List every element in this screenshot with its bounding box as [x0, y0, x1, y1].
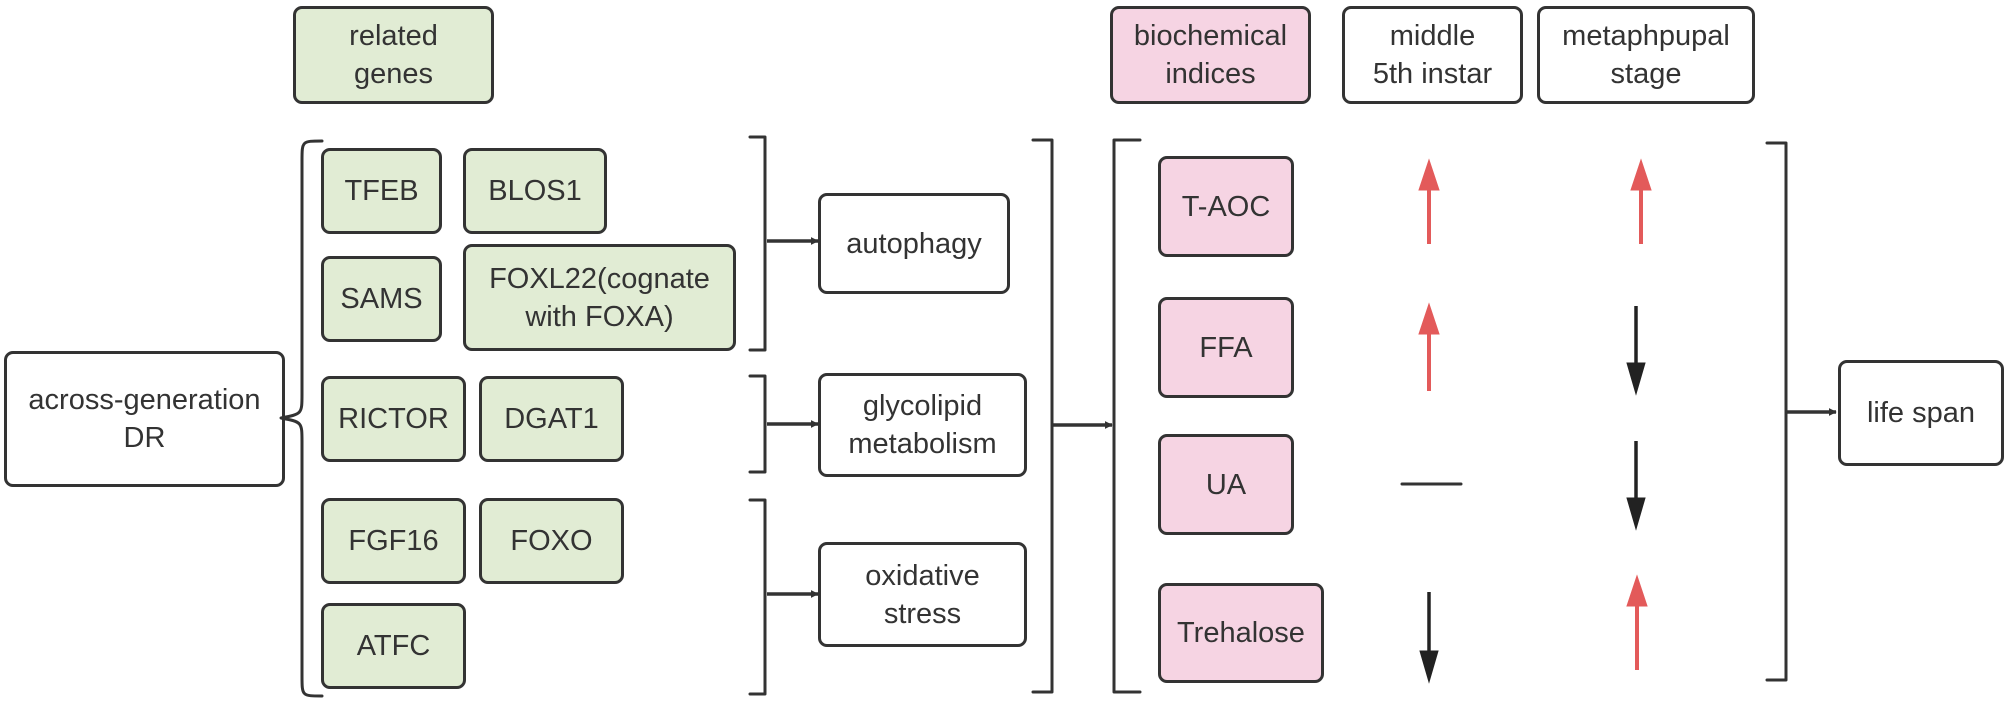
gene-dgat1: DGAT1: [479, 376, 624, 462]
biochemical-indices-header: biochemical indices: [1110, 6, 1311, 104]
change-indicators: [1418, 158, 1652, 684]
related-genes-label: related genes: [349, 20, 438, 90]
index-t-aoc-label: T-AOC: [1181, 190, 1271, 223]
across-generation-dr-node: across-generation DR: [4, 351, 285, 487]
ffa-metapupal-decrease-arrow: [1626, 306, 1646, 396]
process-autophagy-label: autophagy: [846, 227, 982, 260]
ffa-middle-increase-arrow: [1418, 302, 1440, 391]
gene-tfeb-label: TFEB: [344, 175, 419, 207]
index-trehalose-label: Trehalose: [1177, 617, 1305, 649]
gene-sams-label: SAMS: [340, 283, 423, 315]
process-oxidative-label: oxidative stress: [865, 559, 980, 630]
t-aoc-middle-increase-arrow: [1418, 158, 1440, 244]
processes-bracket: [1031, 138, 1054, 694]
ua-metapupal-decrease-arrow: [1626, 441, 1646, 531]
indices-left-bracket: [1112, 138, 1142, 694]
gene-dgat1-label: DGAT1: [504, 403, 599, 435]
metapupal-header: metaphpupal stage: [1537, 6, 1755, 104]
gene-rictor-label: RICTOR: [338, 403, 449, 435]
life-span-node: life span: [1838, 360, 2004, 466]
autophagy-bracket: [748, 135, 767, 352]
process-glycolipid-label: glycolipid metabolism: [848, 390, 997, 460]
index-ffa: FFA: [1158, 297, 1294, 398]
middle-instar-header: middle 5th instar: [1342, 6, 1523, 104]
life-span-label: life span: [1866, 397, 1975, 429]
index-ua-label: UA: [1205, 468, 1247, 501]
process-glycolipid-metabolism: glycolipid metabolism: [818, 373, 1027, 477]
gene-fgf16: FGF16: [321, 498, 466, 584]
gene-rictor: RICTOR: [321, 376, 466, 462]
related-genes-header: related genes: [293, 6, 494, 104]
gene-atfc-label: ATFC: [356, 630, 431, 662]
process-autophagy: autophagy: [818, 193, 1010, 294]
metapupal-label: metaphpupal stage: [1562, 20, 1730, 90]
gene-fgf16-label: FGF16: [348, 525, 439, 557]
gene-blos1: BLOS1: [463, 148, 607, 234]
gene-blos1-label: BLOS1: [488, 175, 582, 207]
middle-instar-label: middle 5th instar: [1372, 20, 1493, 90]
trehalose-middle-decrease-arrow: [1419, 592, 1439, 684]
index-ua: UA: [1158, 434, 1294, 535]
indicators-right-bracket: [1765, 141, 1788, 682]
index-ffa-label: FFA: [1199, 331, 1253, 364]
gene-foxo-label: FOXO: [510, 525, 593, 557]
gene-foxl22: FOXL22(cognate with FOXA): [463, 244, 736, 351]
oxidative-bracket: [748, 498, 767, 696]
process-oxidative-stress: oxidative stress: [818, 542, 1027, 647]
gene-atfc: ATFC: [321, 603, 466, 689]
t-aoc-metapupal-increase-arrow: [1630, 158, 1652, 244]
gene-tfeb: TFEB: [321, 148, 442, 234]
trehalose-metapupal-increase-arrow: [1626, 574, 1648, 670]
glycolipid-bracket: [748, 374, 767, 474]
index-trehalose: Trehalose: [1158, 583, 1324, 683]
biochemical-indices-label: biochemical indices: [1133, 20, 1288, 90]
across-generation-dr-label: across-generation DR: [28, 384, 261, 454]
genes-curly-brace: [279, 139, 324, 698]
gene-sams: SAMS: [321, 256, 442, 342]
gene-foxo: FOXO: [479, 498, 624, 584]
gene-foxl22-label: FOXL22(cognate with FOXA): [489, 262, 710, 333]
index-t-aoc: T-AOC: [1158, 156, 1294, 257]
